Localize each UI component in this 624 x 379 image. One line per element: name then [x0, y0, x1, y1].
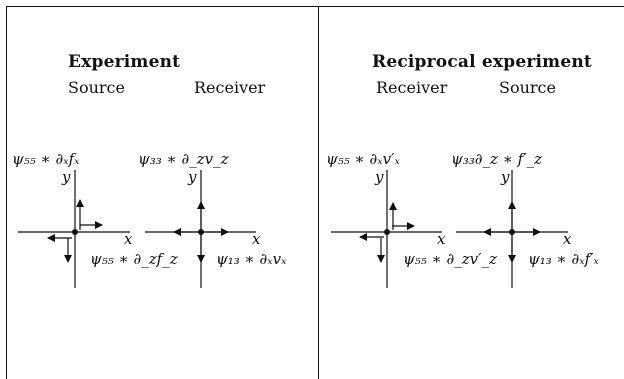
origin-dot: [384, 229, 390, 235]
experiment-receiver-top-label: ψ₃₃ ∗ ∂_zv_z: [138, 150, 229, 168]
reciprocal-receiver-bottom-label: ψ₅₅ ∗ ∂_zv′_z: [403, 250, 497, 268]
reciprocal-source-y-label: y: [501, 168, 510, 186]
experiment-receiver-y-label: y: [188, 168, 197, 186]
experiment-source-x-label: x: [124, 230, 133, 248]
experiment-receiver-x-label: x: [252, 230, 261, 248]
reciprocal-source-heading: Source: [499, 78, 556, 97]
experiment-receiver-bottom-label: ψ₁₃ ∗ ∂ₓvₓ: [216, 250, 287, 268]
experiment-source-y-label: y: [62, 168, 71, 186]
origin-dot: [509, 229, 515, 235]
experiment-title: Experiment: [68, 52, 181, 72]
reciprocal-panel: Reciprocal experiment Receiver Source ψ₅…: [319, 0, 624, 379]
experiment-source-heading: Source: [68, 78, 125, 97]
reciprocal-source-top-label: ψ₃₃∂_z ∗ f′_z: [451, 150, 543, 168]
left-border: [6, 6, 7, 379]
top-border: [6, 6, 624, 7]
reciprocal-receiver-diagram: [331, 170, 442, 288]
experiment-source-bottom-label: ψ₅₅ ∗ ∂_zf_z: [90, 250, 178, 268]
experiment-source-diagram: [18, 170, 130, 288]
reciprocal-title: Reciprocal experiment: [372, 52, 592, 72]
panel-divider: [318, 6, 319, 379]
reciprocal-receiver-top-label: ψ₅₅ ∗ ∂ₓv′ₓ: [326, 150, 400, 168]
origin-dot: [72, 229, 78, 235]
reciprocal-receiver-y-label: y: [375, 168, 384, 186]
reciprocal-source-x-label: x: [563, 230, 572, 248]
experiment-panel: Experiment Source Receiver ψ₅₅ ∗ ∂ₓfₓ ψ₅…: [12, 52, 287, 268]
reciprocal-receiver-x-label: x: [437, 230, 446, 248]
experiment-receiver-heading: Receiver: [194, 78, 266, 97]
reciprocal-source-diagram: [456, 170, 568, 288]
origin-dot: [198, 229, 204, 235]
experiment-receiver-diagram: [145, 170, 256, 288]
reciprocal-source-bottom-label: ψ₁₃ ∗ ∂ₓf′ₓ: [528, 250, 599, 268]
experiment-source-top-label: ψ₅₅ ∗ ∂ₓfₓ: [12, 150, 80, 168]
reciprocal-receiver-heading: Receiver: [376, 78, 448, 97]
